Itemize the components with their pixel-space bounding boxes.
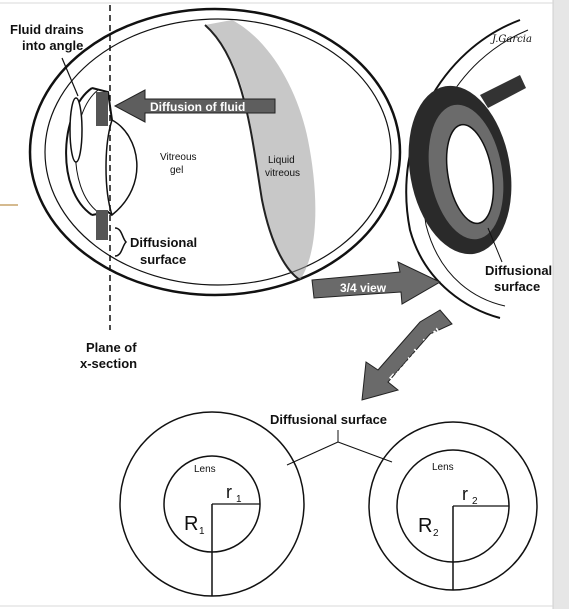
fluid-drains-label-line1: Fluid drains [10,22,84,37]
r2-label: r [462,484,468,504]
R1-label: R [184,513,198,535]
three-quarter-view-arrow: 3/4 view [312,262,440,304]
diffusional-surface-leaders [287,430,392,465]
plane-of-section-label-line1: Plane of [86,340,137,355]
frontal-diagram-2: Lens r 2 R 2 [369,422,537,590]
liquid-vitreous-region [205,20,315,280]
diffusional-surface-left-line1: Diffusional [130,235,197,250]
r1-label: r [226,482,232,502]
lens-label-2: Lens [432,462,454,473]
diffusional-surface-bottom-label: Diffusional surface [270,412,387,427]
vitreous-gel-label-line2: gel [170,165,183,176]
frontal-diagram-1: Lens r 1 R 1 [120,412,304,596]
lens-label-1: Lens [194,464,216,475]
R2-subscript: 2 [433,528,439,539]
R2-label: R [418,515,432,537]
frontal-view-arrow: Frontal view [362,310,452,400]
R1-subscript: 1 [199,526,205,537]
liquid-vitreous-label-line1: Liquid [268,155,295,166]
r2-subscript: 2 [472,496,478,507]
diffusional-surface-left-line2: surface [140,252,186,267]
r1-subscript: 1 [236,494,242,505]
diffusion-of-fluid-label: Diffusion of fluid [150,100,245,114]
illustrator-signature: J.Garcia [490,34,532,45]
plane-of-section-label-line2: x-section [80,356,137,371]
three-quarter-view-label: 3/4 view [340,281,387,295]
liquid-vitreous-label-line2: vitreous [265,168,300,179]
diffusional-surface-right-line2: surface [494,279,540,294]
diffusional-surface-right-line1: Diffusional [485,263,552,278]
vitreous-gel-label-line1: Vitreous [160,152,197,163]
fluid-drains-label-line2: into angle [22,38,83,53]
